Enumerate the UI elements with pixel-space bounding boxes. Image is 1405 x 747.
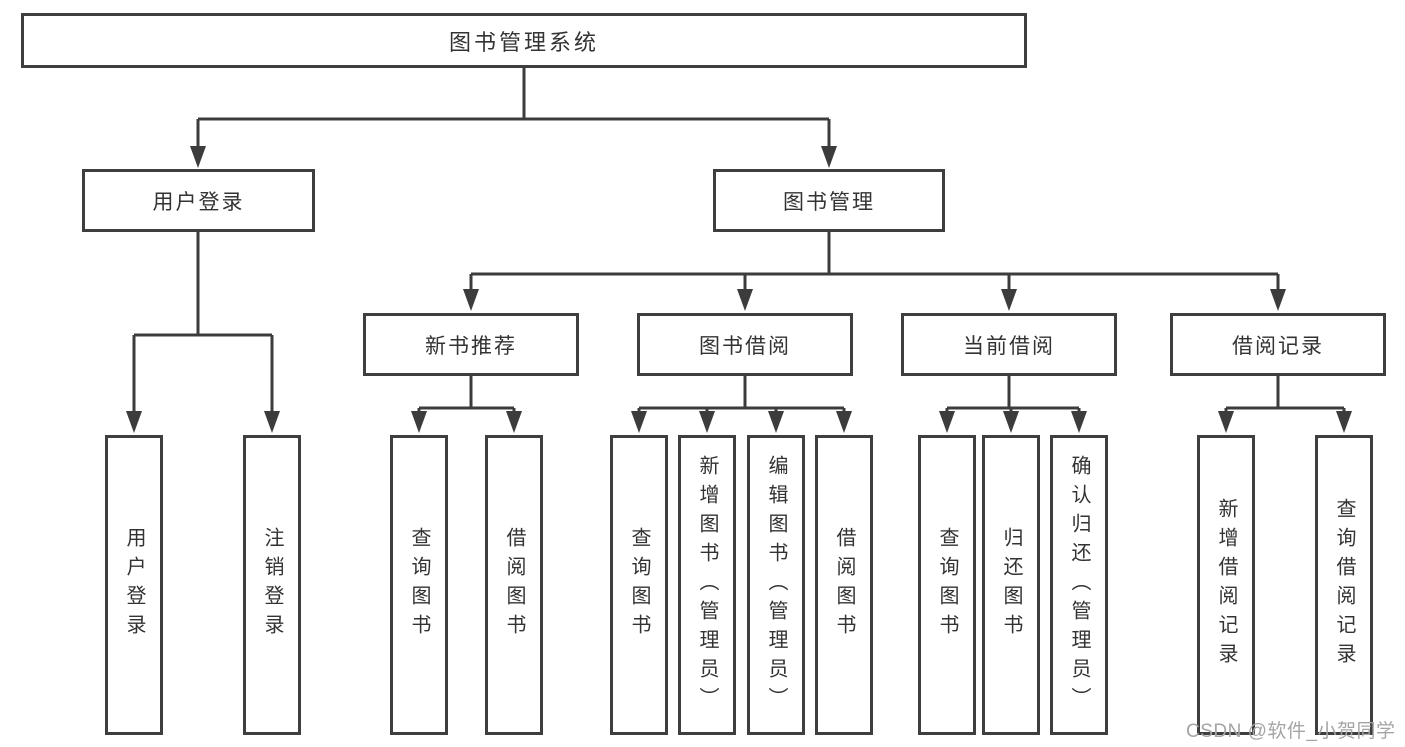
leaf-borrowing-query: 查询图书 — [610, 435, 668, 735]
leaf-records-query: 查询借阅记录 — [1315, 435, 1373, 735]
node-book-borrowing-label: 图书借阅 — [699, 334, 791, 358]
node-root-label: 图书管理系统 — [448, 29, 599, 55]
node-new-book-recommend: 新书推荐 — [363, 313, 579, 376]
leaf-user-login-label: 用户登录 — [123, 527, 145, 643]
leaf-borrowing-borrow: 借阅图书 — [815, 435, 873, 735]
arrowhead-icons — [126, 146, 1352, 433]
leaf-current-return-label: 归还图书 — [1000, 527, 1022, 643]
leaf-records-add-label: 新增借阅记录 — [1215, 498, 1237, 672]
leaf-borrowing-borrow-label: 借阅图书 — [833, 527, 855, 643]
node-book-borrowing: 图书借阅 — [637, 313, 853, 376]
node-borrow-records-label: 借阅记录 — [1232, 334, 1324, 358]
csdn-watermark: CSDN @软件_小贺同学 — [1186, 721, 1396, 742]
node-root: 图书管理系统 — [21, 13, 1027, 68]
leaf-current-query: 查询图书 — [918, 435, 976, 735]
leaf-borrowing-query-label: 查询图书 — [628, 527, 650, 643]
leaf-records-query-label: 查询借阅记录 — [1333, 498, 1355, 672]
node-borrow-records: 借阅记录 — [1170, 313, 1386, 376]
leaf-newbooks-query: 查询图书 — [390, 435, 448, 735]
leaf-borrowing-edit-admin: 编辑图书（管理员） — [747, 435, 805, 735]
node-current-borrowing: 当前借阅 — [901, 313, 1117, 376]
leaf-current-confirm-return-admin-label: 确认归还（管理员） — [1068, 454, 1090, 716]
leaf-newbooks-borrow: 借阅图书 — [485, 435, 543, 735]
leaf-newbooks-query-label: 查询图书 — [408, 527, 430, 643]
node-user-login-label: 用户登录 — [152, 190, 245, 214]
leaf-borrowing-add-admin: 新增图书（管理员） — [678, 435, 736, 735]
node-current-borrowing-label: 当前借阅 — [963, 334, 1055, 358]
leaf-logout-label: 注销登录 — [261, 527, 283, 643]
leaf-newbooks-borrow-label: 借阅图书 — [503, 527, 525, 643]
leaf-current-query-label: 查询图书 — [936, 527, 958, 643]
node-user-login: 用户登录 — [82, 169, 315, 232]
node-book-management-label: 图书管理 — [783, 190, 875, 214]
node-new-book-recommend-label: 新书推荐 — [425, 334, 517, 358]
leaf-logout: 注销登录 — [243, 435, 301, 735]
leaf-current-return: 归还图书 — [982, 435, 1040, 735]
leaf-records-add: 新增借阅记录 — [1197, 435, 1255, 735]
leaf-borrowing-add-admin-label: 新增图书（管理员） — [696, 454, 718, 716]
leaf-user-login: 用户登录 — [105, 435, 163, 735]
node-book-management: 图书管理 — [713, 169, 945, 232]
leaf-current-confirm-return-admin: 确认归还（管理员） — [1050, 435, 1108, 735]
leaf-borrowing-edit-admin-label: 编辑图书（管理员） — [765, 454, 787, 716]
